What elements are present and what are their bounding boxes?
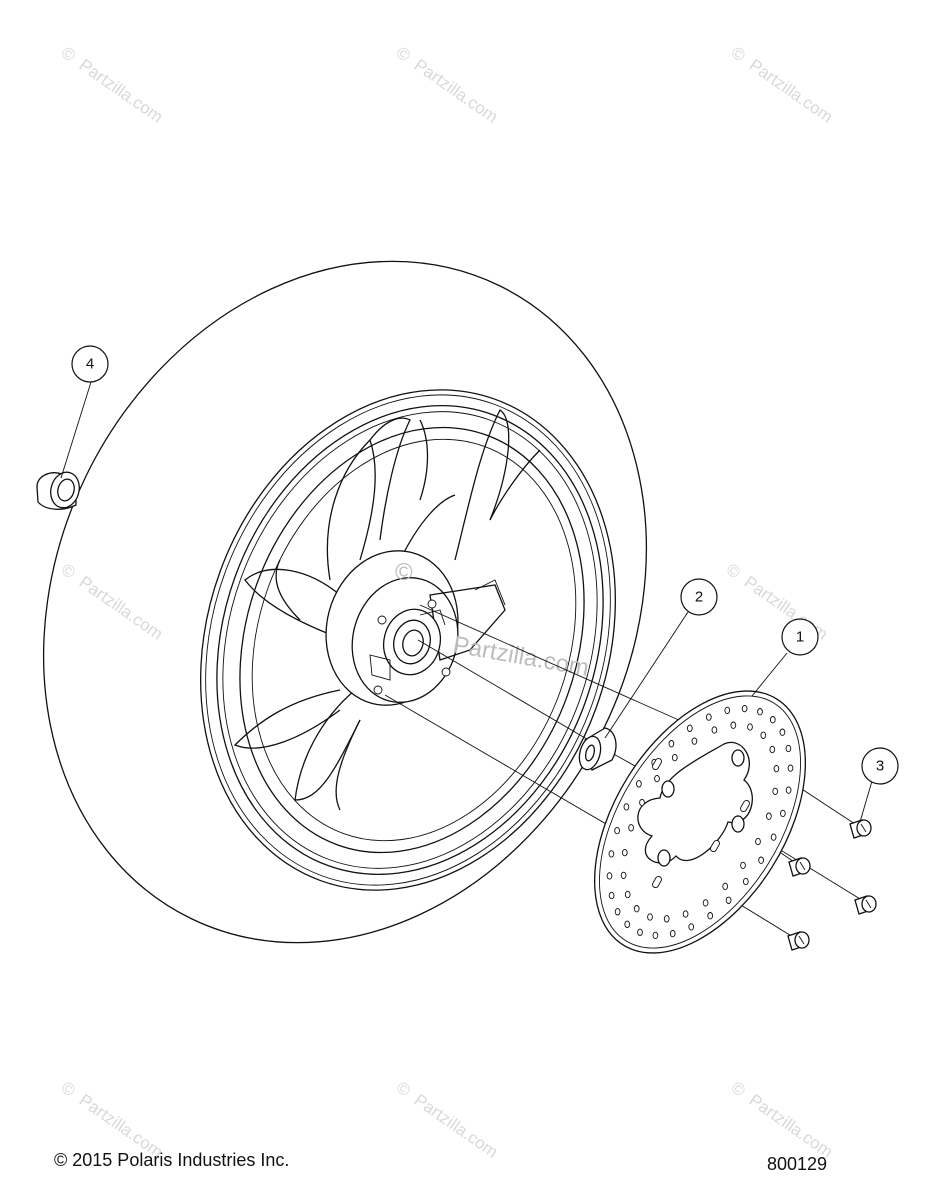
disc-hole: [730, 721, 737, 729]
watermark-symbol: ©: [393, 43, 415, 66]
rim: [216, 405, 604, 875]
disc-hole: [688, 923, 695, 931]
disc-hole: [766, 812, 772, 820]
bolt: [854, 895, 877, 915]
disc-hole: [623, 803, 630, 811]
disc-hole: [787, 764, 794, 772]
disc-hole: [652, 931, 659, 940]
disc-hole: [691, 737, 698, 745]
disc-hole: [742, 877, 749, 886]
disc-hole: [705, 713, 712, 721]
callout-2: 2: [680, 578, 718, 616]
disc-hole: [608, 891, 615, 900]
watermark-symbol: ©: [728, 43, 750, 66]
disc-hole: [785, 786, 792, 794]
disc-hole: [725, 896, 732, 904]
watermark-symbol: ©: [58, 1078, 80, 1101]
disc-holes: [606, 704, 794, 940]
disc-hole: [654, 774, 660, 783]
disc-hole: [682, 910, 689, 918]
disc-hole: [702, 899, 709, 907]
disc-hole: [628, 824, 634, 832]
watermark-text: Partzilla.com: [76, 55, 167, 126]
watermark-text: Partzilla.com: [76, 572, 167, 643]
hub: © Partzilla.com: [325, 550, 591, 706]
disc-hole: [707, 912, 714, 920]
disc-hole: [669, 929, 676, 938]
disc-hole: [608, 850, 615, 858]
disc-hole: [606, 872, 613, 880]
disc-hole: [614, 826, 620, 835]
watermark-text: Partzilla.com: [411, 1090, 502, 1161]
disc-hole: [624, 890, 631, 899]
callout-1-label: 1: [796, 629, 804, 646]
disc-hole: [769, 716, 776, 724]
spokes: [233, 409, 541, 811]
callout-1: 1: [781, 618, 819, 656]
disc-hole: [620, 871, 627, 880]
disc-hole: [647, 913, 653, 921]
disc-hole: [624, 920, 631, 928]
watermark-symbol: ©: [58, 43, 80, 66]
disc-hole: [614, 908, 621, 916]
disc-hole: [757, 708, 763, 716]
callout-leaders: [60, 381, 873, 823]
disc-hole: [663, 915, 670, 923]
disc-hole: [758, 856, 764, 864]
disc-hole: [639, 798, 645, 807]
bolt: [849, 819, 872, 839]
callout-3: 3: [861, 747, 899, 785]
watermark-text: Partzilla.com: [411, 55, 502, 126]
disc-hole: [621, 848, 628, 857]
watermark-symbol: ©: [723, 560, 745, 583]
disc-hole: [779, 728, 786, 736]
disc-hole: [711, 726, 718, 734]
watermark-text: Partzilla.com: [746, 1090, 837, 1161]
disc-hole: [747, 723, 753, 731]
callout-4-label: 4: [86, 356, 94, 373]
bolt: [787, 931, 810, 951]
disc-hole: [633, 905, 640, 913]
watermark-text: Partzilla.com: [746, 55, 837, 126]
callout-4: 4: [71, 345, 109, 383]
spacer: [578, 727, 617, 771]
disc-hole: [772, 787, 779, 796]
disc-hole: [770, 833, 777, 841]
disc-hole: [760, 731, 767, 739]
disc-hole: [780, 809, 786, 818]
disc-hole: [636, 780, 642, 788]
bolt: [788, 857, 811, 877]
disc-hole: [773, 764, 780, 773]
hub-watermark: Partzilla.com: [451, 631, 591, 681]
disc-hole: [668, 740, 675, 748]
disc-hole: [637, 928, 643, 936]
disc-hole: [769, 745, 776, 754]
disc-hole: [671, 753, 678, 762]
disc-hole: [741, 704, 748, 713]
bolts: [787, 819, 877, 951]
diagram-part-number: 800129: [767, 1154, 828, 1174]
callout-3-label: 3: [876, 758, 884, 775]
watermark-symbol: ©: [728, 1078, 750, 1101]
hub-watermark-symbol: ©: [395, 559, 413, 586]
disc-hole: [722, 882, 729, 891]
disc-hole: [724, 706, 731, 715]
watermark-symbol: ©: [58, 560, 80, 583]
disc-hole: [785, 744, 792, 753]
watermark-symbol: ©: [393, 1078, 415, 1101]
disc-hole: [740, 861, 746, 870]
disc-hole: [686, 724, 693, 732]
copyright-text: © 2015 Polaris Industries Inc.: [54, 1150, 290, 1170]
disc-hole: [755, 837, 761, 846]
brake-disc: [593, 690, 807, 954]
callout-2-label: 2: [695, 589, 703, 606]
bushing: [36, 471, 80, 510]
